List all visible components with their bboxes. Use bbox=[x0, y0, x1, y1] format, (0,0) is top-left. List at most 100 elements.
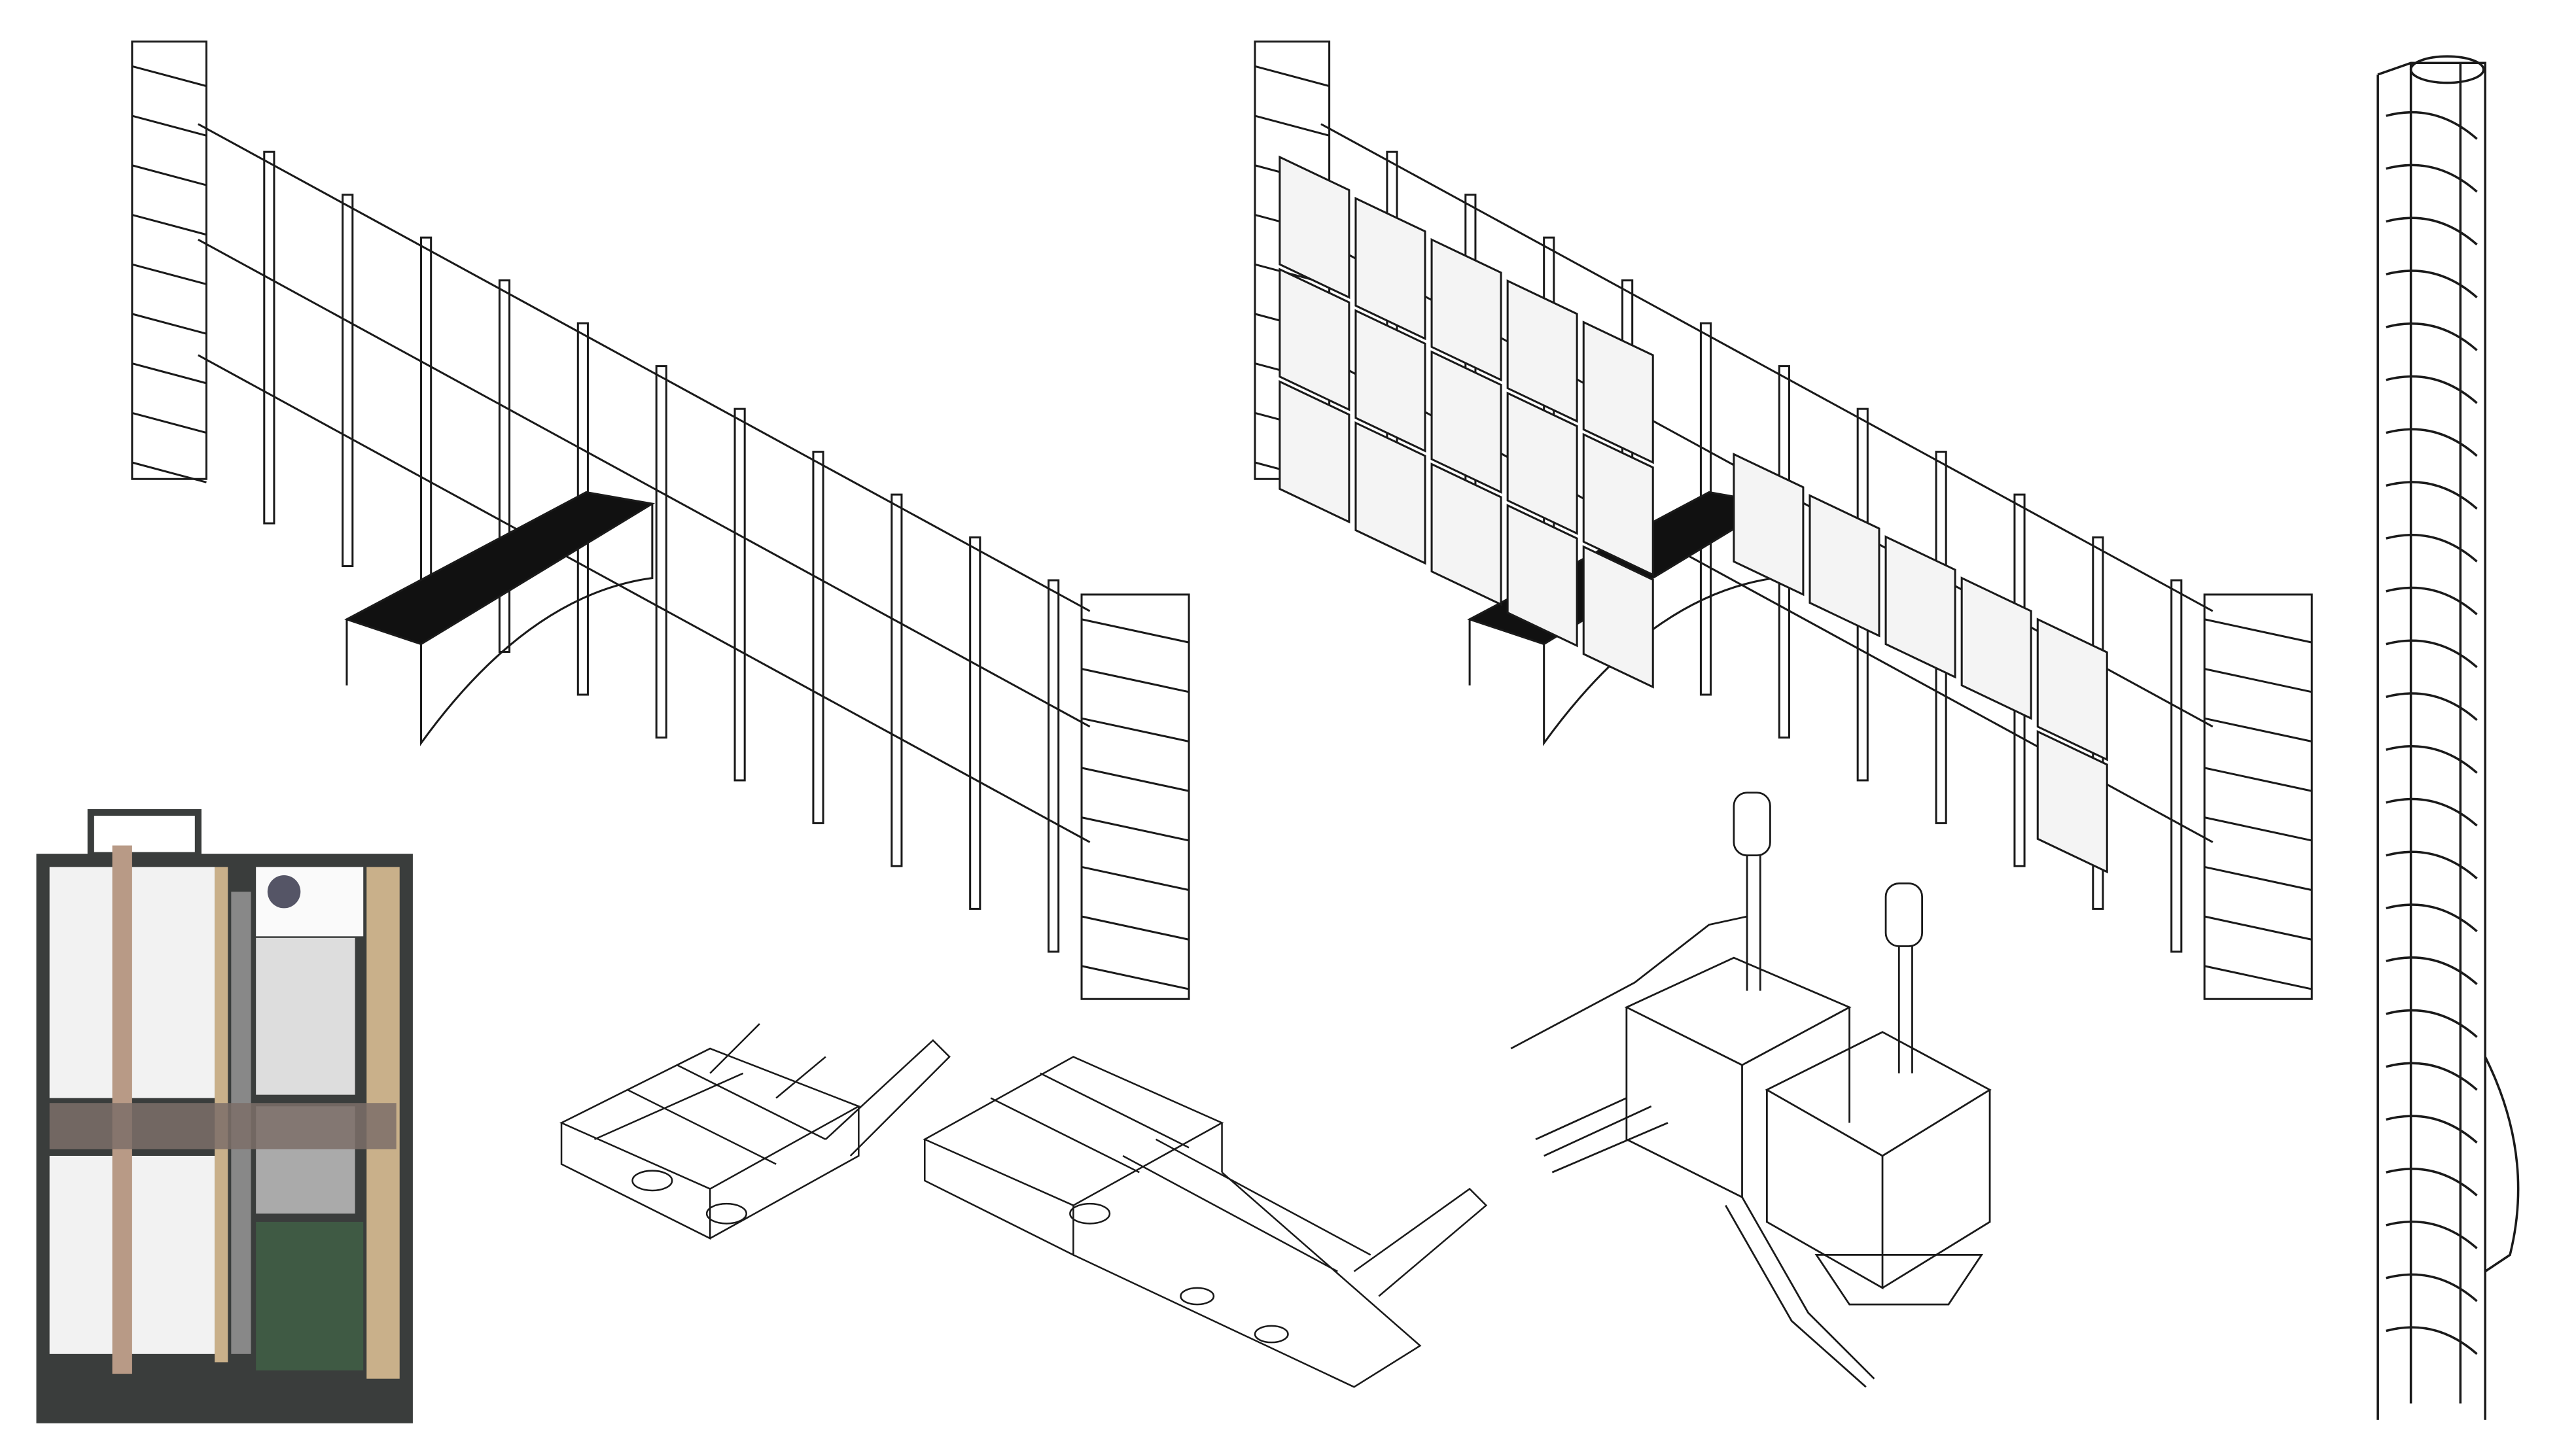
stair-tower bbox=[131, 40, 207, 480]
column bbox=[891, 493, 903, 867]
isometric-module-small bbox=[559, 1023, 951, 1240]
cladding-panel bbox=[1506, 504, 1578, 648]
spiral-step bbox=[2386, 322, 2478, 351]
stair-flight bbox=[132, 411, 207, 434]
tank-icon bbox=[267, 875, 301, 909]
stair-flight bbox=[2204, 865, 2312, 892]
spiral-step bbox=[2386, 164, 2478, 193]
cladding-panel bbox=[1430, 462, 1502, 606]
spiral-step bbox=[2386, 1009, 2478, 1038]
stair-flight bbox=[2204, 717, 2312, 743]
spiral-step bbox=[2386, 1115, 2478, 1144]
spiral-stair-tower bbox=[2376, 55, 2520, 1420]
spiral-step bbox=[2386, 481, 2478, 510]
column bbox=[1048, 579, 1060, 953]
cladding-panel bbox=[1582, 432, 1654, 577]
cladding-panel bbox=[2036, 729, 2108, 874]
stair-tower bbox=[2203, 593, 2313, 1000]
spiral-step bbox=[2386, 903, 2478, 933]
stair-flight bbox=[1254, 65, 1330, 88]
stair-flight bbox=[132, 65, 207, 88]
stair-flight bbox=[1081, 717, 1190, 743]
stair-flight bbox=[2204, 618, 2312, 644]
spiral-step bbox=[2386, 1062, 2478, 1091]
spiral-step bbox=[2386, 850, 2478, 880]
beam bbox=[198, 123, 1091, 612]
stair-flight bbox=[1081, 915, 1190, 941]
column bbox=[263, 150, 275, 525]
bridge-truss bbox=[1468, 504, 1776, 746]
stair-flight bbox=[1081, 816, 1190, 842]
spiral-step bbox=[2386, 586, 2478, 616]
spiral-step bbox=[2386, 270, 2478, 298]
spiral-step bbox=[2386, 1326, 2478, 1355]
stair-flight bbox=[1254, 114, 1330, 137]
stair-flight bbox=[1081, 767, 1190, 792]
cladding-panel bbox=[1430, 350, 1502, 494]
stair-flight bbox=[132, 114, 207, 137]
spiral-step bbox=[2386, 375, 2478, 404]
column bbox=[812, 451, 824, 824]
spiral-step bbox=[2386, 1168, 2478, 1196]
isometric-frame-clad bbox=[1254, 40, 2313, 1000]
cladding-panel bbox=[1506, 279, 1578, 423]
cladding-panel bbox=[1279, 155, 1350, 300]
spiral-step bbox=[2386, 1220, 2478, 1249]
beam bbox=[198, 354, 1091, 843]
spiral-step bbox=[2386, 692, 2478, 722]
beam bbox=[1320, 123, 2214, 612]
spiral-step bbox=[2386, 428, 2478, 457]
cladding-panel bbox=[2036, 618, 2108, 761]
isometric-equipment-assembly bbox=[1510, 792, 1992, 1388]
column bbox=[498, 279, 511, 653]
spiral-step bbox=[2386, 217, 2478, 246]
bridge-truss bbox=[345, 504, 654, 746]
spiral-step bbox=[2386, 745, 2478, 774]
cladding-panel bbox=[1354, 196, 1426, 341]
cladding-panel bbox=[1733, 452, 1805, 597]
stair-tower bbox=[1080, 593, 1190, 1000]
stair-flight bbox=[1081, 667, 1190, 693]
cladding-panel bbox=[1354, 421, 1426, 565]
cladding-panel bbox=[1960, 576, 2032, 720]
stair-flight bbox=[1081, 965, 1190, 990]
stair-flight bbox=[132, 362, 207, 385]
cladding-panel bbox=[1808, 494, 1880, 638]
cladding-panel bbox=[1354, 309, 1426, 453]
column bbox=[655, 365, 667, 739]
isometric-module-large bbox=[923, 1056, 1488, 1388]
stair-flight bbox=[132, 313, 207, 335]
spiral-step bbox=[2386, 1273, 2478, 1302]
column bbox=[342, 194, 354, 568]
cladding-panel bbox=[1279, 379, 1350, 524]
cladding-panel bbox=[1582, 321, 1654, 464]
spiral-step bbox=[2386, 534, 2478, 563]
stair-flight bbox=[2204, 767, 2312, 792]
stair-flight bbox=[2204, 816, 2312, 842]
stair-flight bbox=[132, 164, 207, 186]
cladding-panel bbox=[1430, 237, 1502, 382]
spiral-step bbox=[2386, 956, 2478, 985]
cladding-panel bbox=[1279, 268, 1350, 411]
column bbox=[420, 236, 432, 610]
cladding-panel bbox=[1884, 535, 1956, 679]
spiral-step bbox=[2386, 797, 2478, 827]
column bbox=[733, 408, 746, 782]
stair-flight bbox=[2204, 965, 2312, 990]
stair-flight bbox=[2204, 915, 2312, 941]
stair-flight bbox=[1081, 865, 1190, 892]
isometric-frame-open bbox=[131, 40, 1190, 1000]
spiral-step bbox=[2386, 111, 2478, 140]
cladding-panel bbox=[1582, 545, 1654, 689]
cladding-panel bbox=[1506, 391, 1578, 535]
stair-flight bbox=[132, 263, 207, 285]
floor-plan bbox=[36, 809, 413, 1423]
column bbox=[969, 536, 981, 910]
stair-flight bbox=[132, 461, 207, 483]
stair-flight bbox=[132, 213, 207, 236]
beam bbox=[198, 238, 1091, 728]
spiral-step bbox=[2386, 639, 2478, 669]
stair-flight bbox=[2204, 667, 2312, 693]
stair-flight bbox=[1081, 618, 1190, 644]
